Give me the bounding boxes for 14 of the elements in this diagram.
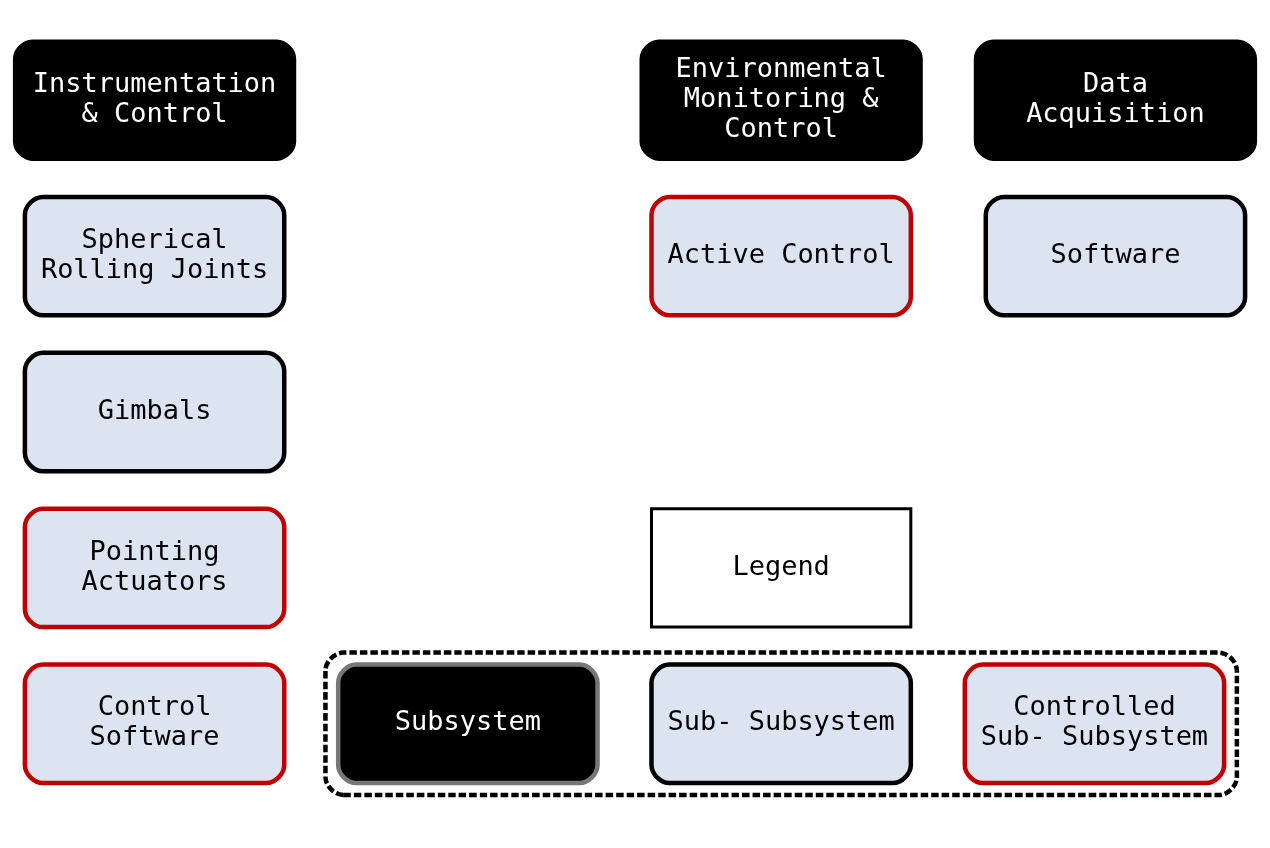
node-box: Subsystem — [335, 662, 600, 786]
node-box: Instrumentation & Control — [12, 39, 297, 161]
node-box: Environmental Monitoring & Control — [639, 39, 923, 161]
node-box: Gimbals — [22, 350, 287, 474]
node-box: Software — [983, 194, 1248, 318]
node-box: Legend — [650, 507, 913, 629]
node-box: Pointing Actuators — [22, 506, 287, 630]
node-box: Sub- Subsystem — [649, 662, 914, 786]
node-box: Controlled Sub- Subsystem — [962, 662, 1227, 786]
node-box: Control Software — [22, 662, 287, 786]
node-box: Active Control — [649, 194, 914, 318]
cluster — [323, 650, 1240, 798]
node-box: Spherical Rolling Joints — [22, 194, 287, 318]
node-box: Data Acquisition — [973, 39, 1258, 161]
